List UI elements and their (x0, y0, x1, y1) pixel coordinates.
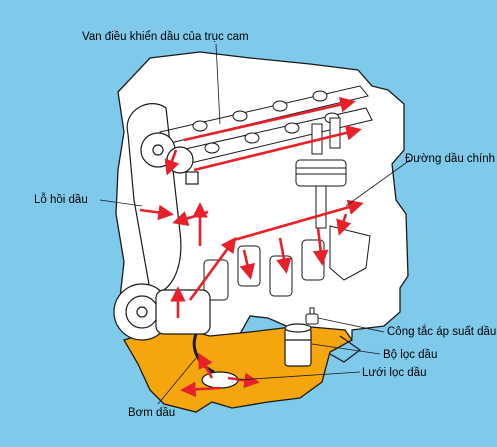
oil-pan (123, 325, 353, 413)
oil-filter-label: Bộ lọc dầu (383, 349, 437, 361)
oil-flow-arrows (139, 96, 364, 398)
oil-strainer-label: Lưới lọc dầu (362, 367, 426, 379)
leader-lines (99, 43, 411, 405)
cam-oil-control-valve-label: Van điều khiển dầu của trục cam (82, 31, 249, 43)
camshafts (159, 85, 373, 167)
oil-pump-assembly (113, 283, 211, 341)
main-oil-gallery-label: Đường dầu chính (405, 153, 495, 165)
oil-filter (284, 323, 312, 367)
oil-pressure-switch-label: Công tắc áp suất dầu (387, 325, 496, 338)
oil-pressure-switch (305, 307, 319, 325)
oil-pump-label: Bơm dầu (128, 407, 175, 419)
return-hole-label: Lỗ hồi dầu (34, 193, 88, 206)
